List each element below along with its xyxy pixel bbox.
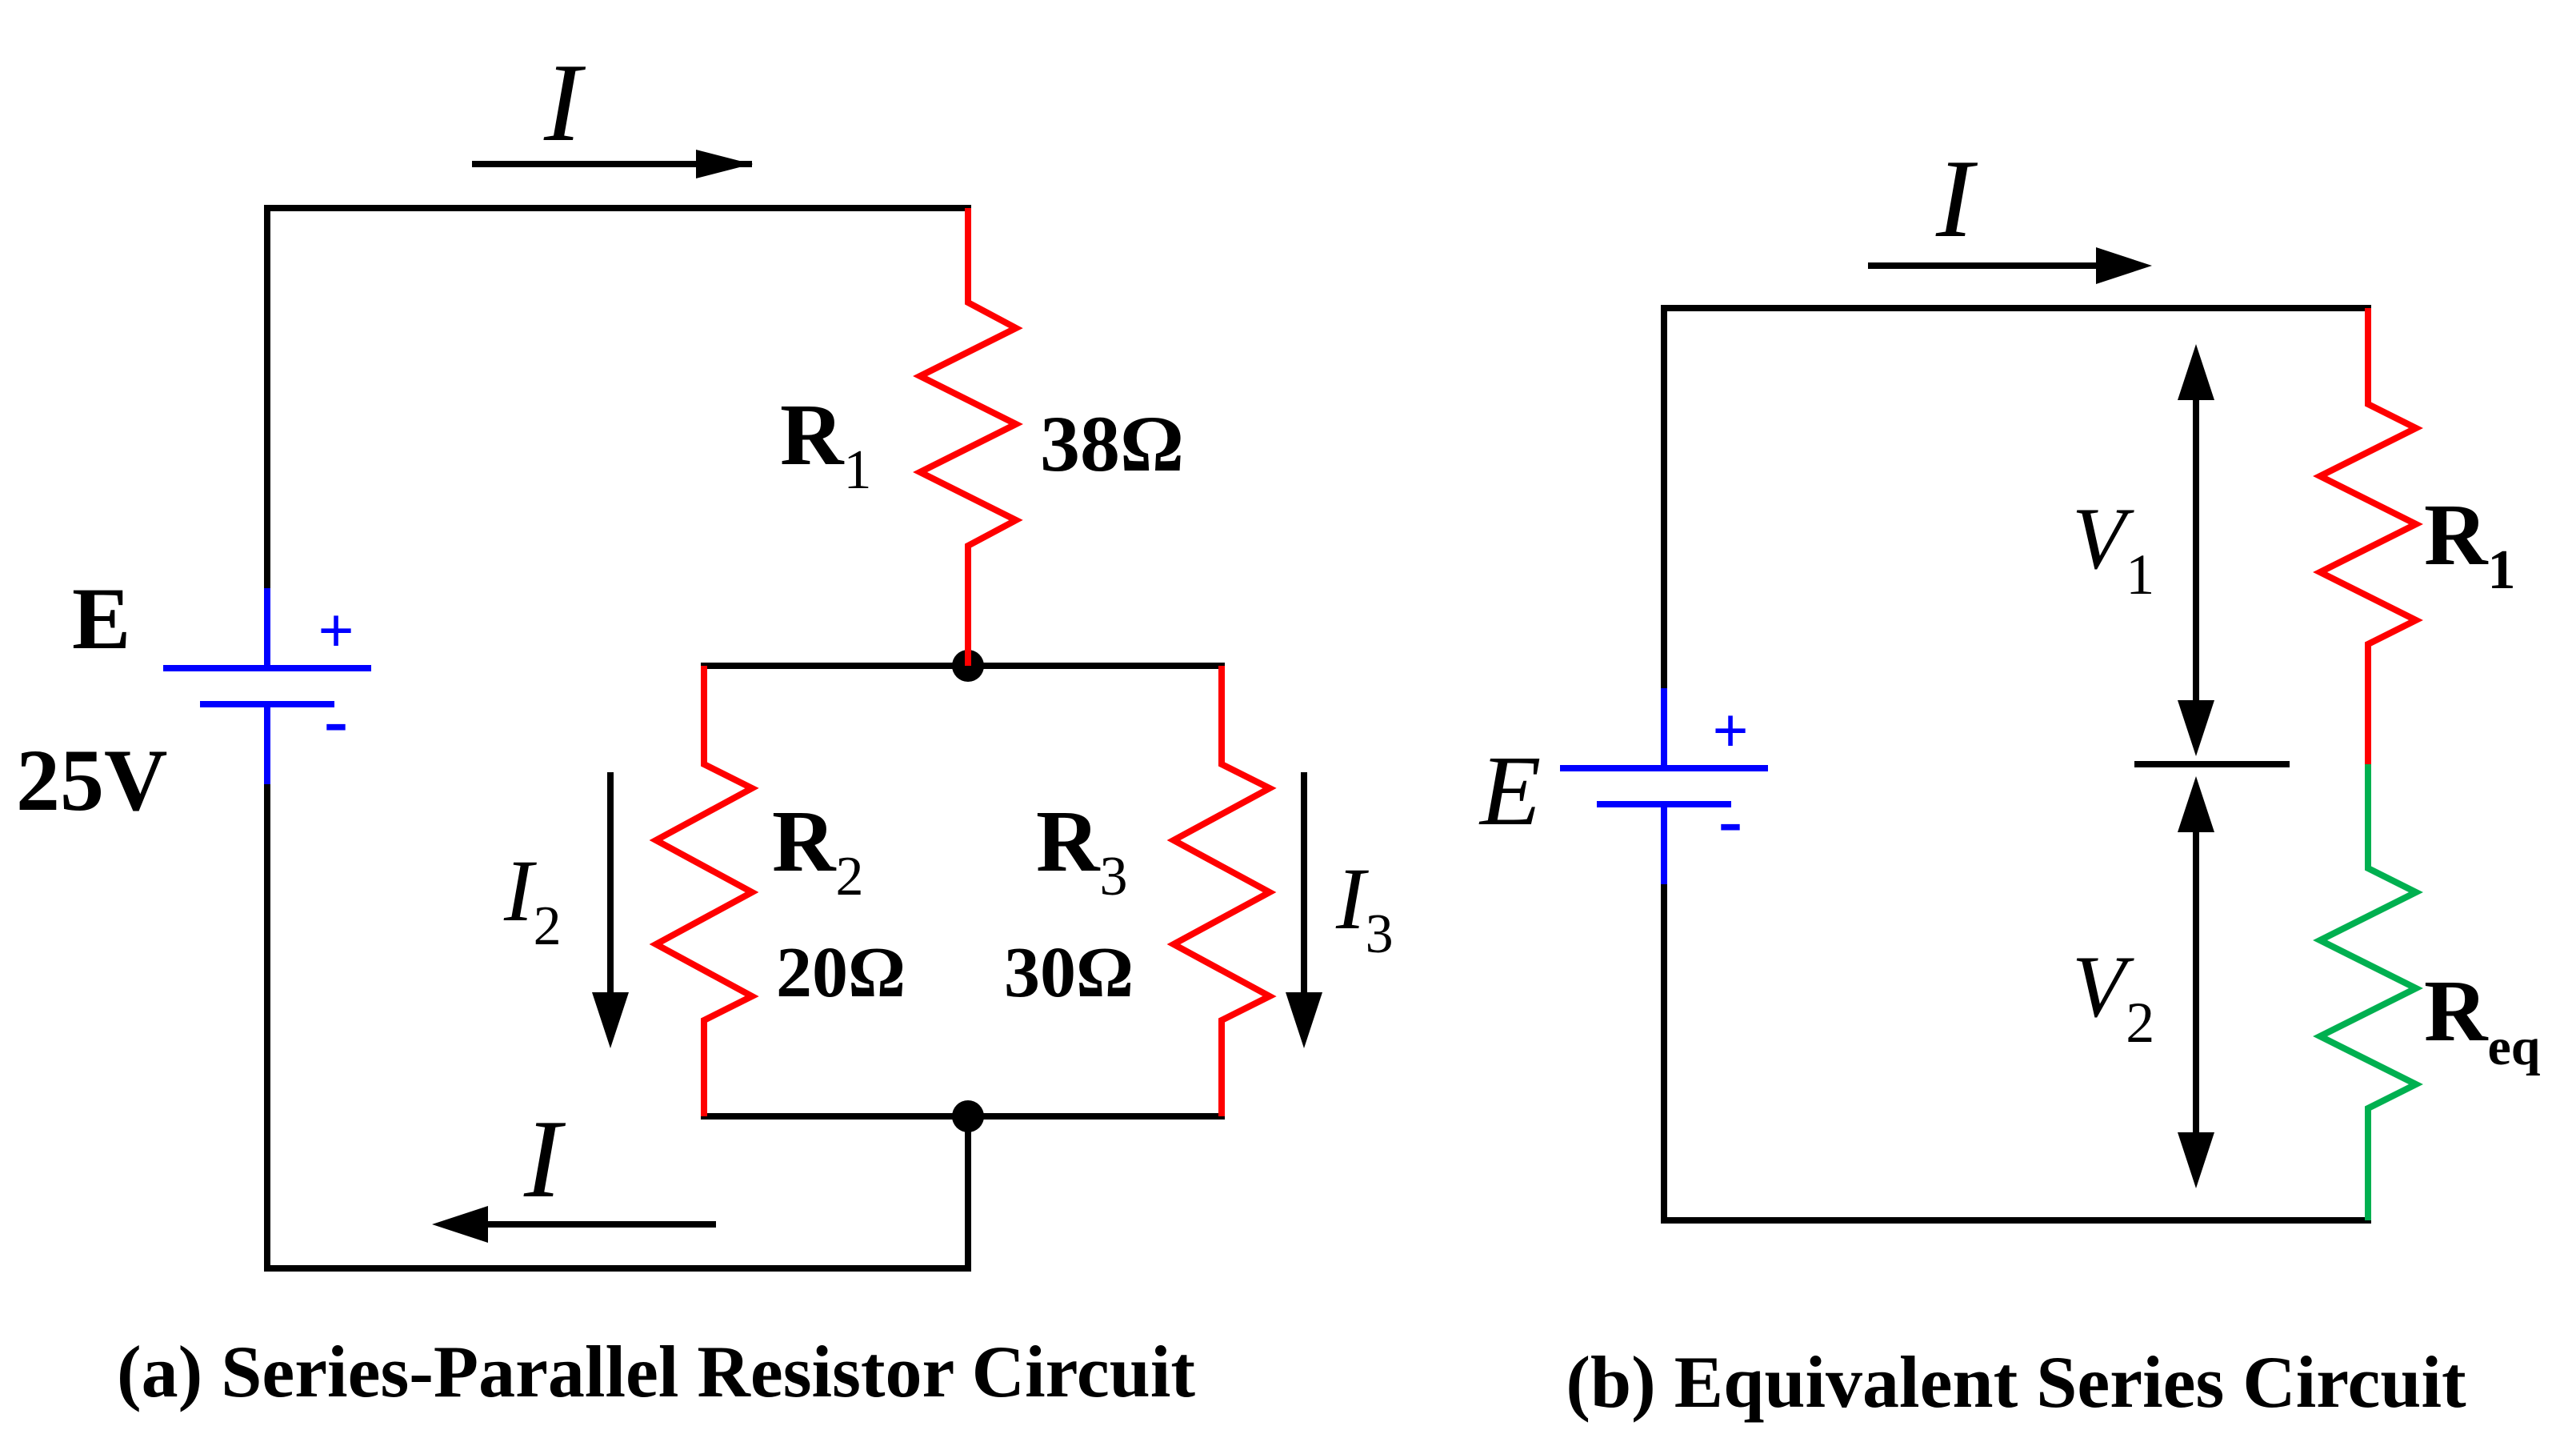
current-i3-arrowhead [1286, 992, 1322, 1048]
r2-a-label: R2 [772, 792, 863, 907]
v2-label: V2 [2072, 938, 2154, 1055]
v2-name: V [2072, 938, 2134, 1035]
resistor-r2 [649, 666, 759, 1116]
v1-arrowhead-up [2178, 344, 2214, 400]
r3-a-sub: 3 [1099, 846, 1127, 907]
circuit-b: + - E I V1 V2 R1 Req (b) Equivalent Seri… [1478, 137, 2541, 1423]
resistor-r1 [913, 208, 1023, 666]
v2-arrowhead-down [2178, 1132, 2214, 1188]
current-b-arrowhead [2096, 247, 2152, 284]
r1-a-name: R [780, 386, 845, 483]
resistor-b-req [2313, 764, 2423, 1220]
caption-b: (b) Equivalent Series Circuit [1566, 1341, 2466, 1423]
v1-label: V1 [2072, 490, 2154, 607]
req-b-label: Req [2424, 962, 2541, 1076]
r2-a-sub: 2 [835, 846, 863, 907]
junction-dot-bottom [952, 1100, 984, 1132]
current-i2-sub: 2 [534, 895, 562, 957]
r3-a-label: R3 [1036, 792, 1127, 907]
caption-a: (a) Series-Parallel Resistor Circuit [117, 1331, 1195, 1412]
r1-b-sub: 1 [2487, 539, 2515, 601]
current-a-main-label: I [543, 41, 586, 165]
v1-sub: 1 [2126, 543, 2154, 607]
source-a-value: 25V [16, 731, 167, 829]
current-i3-label: I3 [1335, 850, 1394, 965]
battery-a [163, 588, 371, 784]
req-b-sub: eq [2487, 1018, 2540, 1076]
current-a-return-arrowhead [432, 1206, 488, 1243]
r2-a-value: 20Ω [776, 933, 906, 1012]
v1-arrowhead-down [2178, 700, 2214, 756]
r3-a-name: R [1036, 792, 1101, 890]
battery-a-plus: + [318, 596, 354, 667]
resistor-r3 [1166, 666, 1277, 1116]
v2-sub: 2 [2126, 991, 2154, 1055]
current-i2-arrowhead [592, 992, 629, 1048]
wire-a-top [264, 205, 971, 591]
circuit-a-wires [264, 205, 1225, 1272]
r1-a-sub: 1 [843, 439, 871, 501]
source-b-label: E [1478, 736, 1541, 847]
current-i3-sub: 3 [1366, 903, 1394, 965]
current-i3-name: I [1335, 850, 1369, 947]
wire-b-bottom [1661, 881, 2371, 1224]
wire-b-top [1661, 305, 2371, 691]
current-i2-name: I [503, 842, 537, 939]
circuit-a: + - E 25V I I R1 38Ω R2 20Ω R3 30Ω I2 I3… [16, 41, 1394, 1412]
current-i2-label: I2 [503, 842, 562, 957]
r3-a-value: 30Ω [1004, 933, 1134, 1012]
current-b-label: I [1935, 137, 1978, 261]
r2-a-name: R [772, 792, 837, 890]
r1-b-label: R1 [2424, 486, 2515, 601]
battery-b-plus: + [1712, 696, 1749, 767]
v2-arrowhead-up [2178, 776, 2214, 832]
resistor-b-r1 [2313, 308, 2423, 764]
wire-a-left-bottom [264, 781, 971, 1272]
req-b-name: R [2424, 962, 2489, 1059]
battery-b [1560, 688, 1768, 884]
battery-a-minus: - [324, 681, 348, 760]
r1-a-value: 38Ω [1040, 399, 1184, 488]
current-a-return-label: I [523, 1097, 566, 1221]
v1-name: V [2072, 490, 2134, 587]
r1-a-label: R1 [780, 386, 871, 501]
current-a-main-arrowhead [696, 150, 752, 178]
source-a-label: E [72, 570, 130, 667]
r1-b-name: R [2424, 486, 2489, 583]
battery-b-minus: - [1718, 781, 1742, 860]
